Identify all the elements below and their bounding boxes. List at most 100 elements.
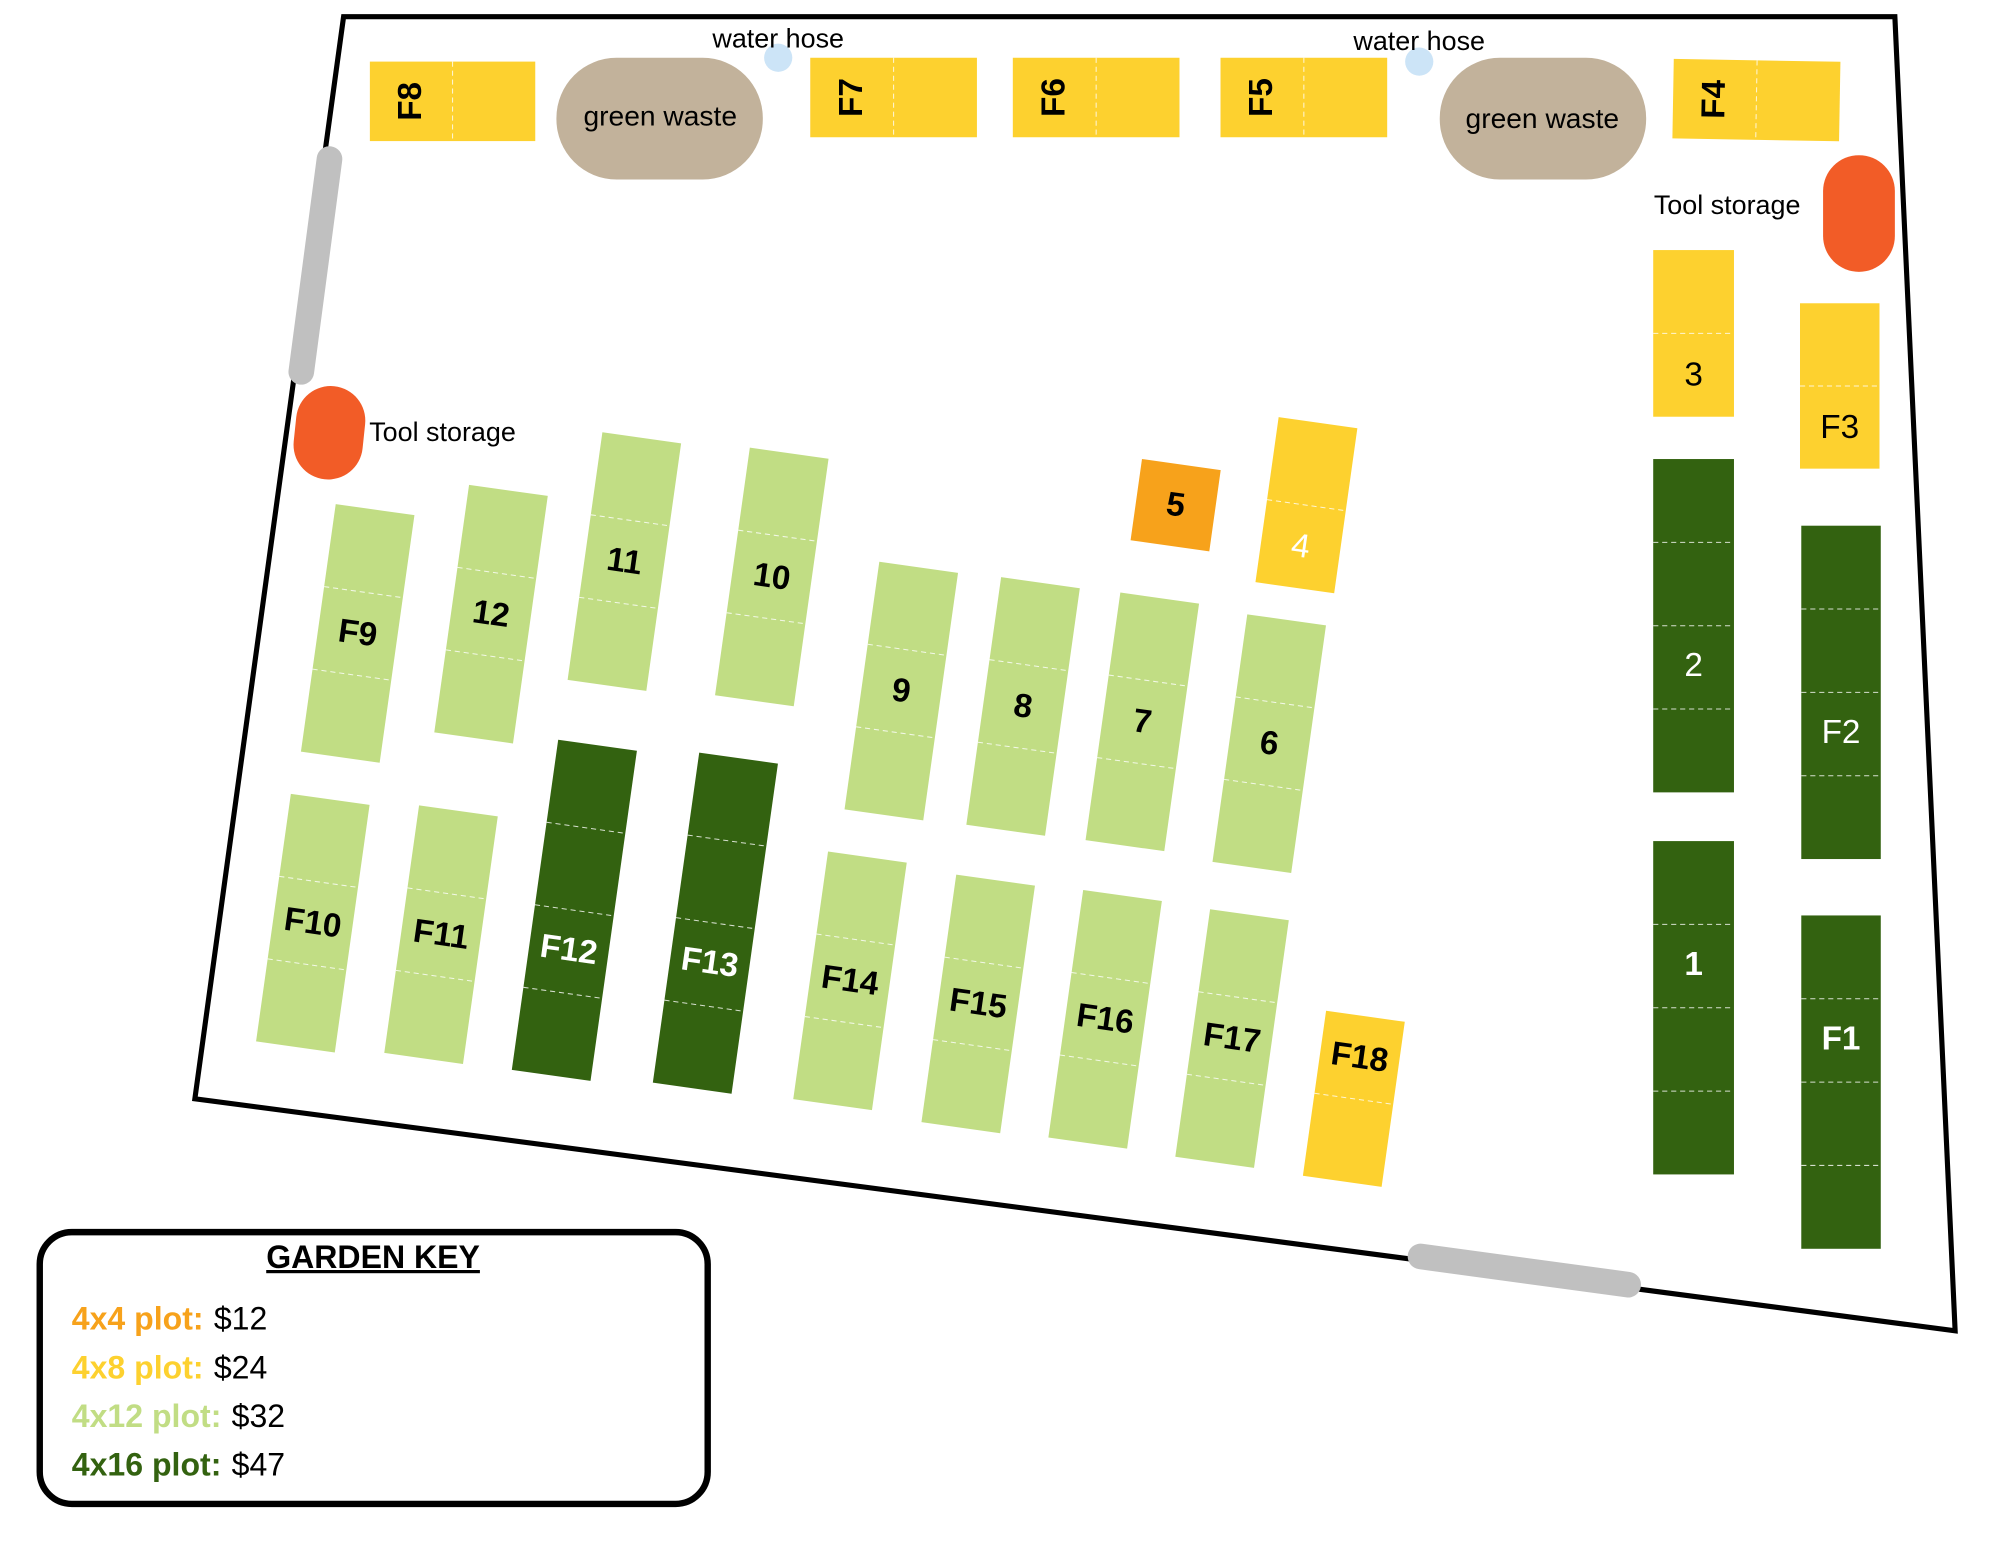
plot-3[interactable]: 3 <box>1653 250 1734 417</box>
plot-divider <box>1186 1073 1266 1086</box>
plot-divider <box>1755 60 1758 140</box>
plot-divider <box>664 999 744 1012</box>
plot-bed <box>300 504 415 763</box>
plot-f14[interactable]: F14 <box>793 851 907 1111</box>
key-price: $47 <box>232 1447 285 1483</box>
plot-label: F13 <box>679 940 741 985</box>
plot-label: F7 <box>833 78 870 117</box>
garden-key: GARDEN KEY 4x4 plot:$12 4x8 plot:$24 4x12 … <box>36 1228 711 1508</box>
tool-storage-shed <box>293 386 366 480</box>
plot-divider <box>546 821 626 834</box>
plot-f9[interactable]: F9 <box>300 504 415 763</box>
plot-label: F6 <box>1035 78 1072 117</box>
plot-divider <box>407 887 487 900</box>
plot-label: F3 <box>1820 409 1859 446</box>
plot-8[interactable]: 8 <box>966 577 1080 836</box>
water-hose-label: water hose <box>1352 26 1485 56</box>
plot-f12[interactable]: F12 <box>511 739 637 1081</box>
plot-f15[interactable]: F15 <box>921 874 1035 1134</box>
plot-bed <box>384 805 498 1064</box>
plot-f11[interactable]: F11 <box>384 805 498 1064</box>
plot-divider <box>1224 778 1303 791</box>
plot-bed <box>256 793 370 1053</box>
plot-f5[interactable]: F5 <box>1220 57 1388 138</box>
plot-1[interactable]: 1 <box>1653 841 1734 1175</box>
plot-label: F4 <box>1695 79 1733 119</box>
plot-12[interactable]: 12 <box>434 484 548 744</box>
plot-bed <box>434 484 548 744</box>
plot-divider <box>1314 1092 1394 1105</box>
plot-f17[interactable]: F17 <box>1175 909 1289 1168</box>
plot-label: 1 <box>1684 946 1703 983</box>
plot-divider <box>1108 674 1188 687</box>
plot-divider <box>279 875 359 888</box>
plot-label: F16 <box>1074 997 1136 1042</box>
plot-label: 9 <box>890 671 914 710</box>
key-plot-size: 4x8 plot: <box>72 1349 204 1385</box>
plot-11[interactable]: 11 <box>567 432 682 691</box>
key-row: 4x8 plot:$24 <box>72 1349 268 1385</box>
plot-divider <box>932 1039 1012 1052</box>
gate-west[interactable] <box>288 146 343 385</box>
plot-5[interactable]: 5 <box>1130 459 1221 552</box>
plot-bed <box>567 432 682 691</box>
plot-2[interactable]: 2 <box>1653 459 1734 793</box>
plot-divider <box>856 726 935 739</box>
plot-f8[interactable]: F8 <box>369 61 536 142</box>
plot-bed <box>715 447 829 707</box>
plot-f3[interactable]: F3 <box>1800 303 1880 469</box>
plot-9[interactable]: 9 <box>844 561 959 821</box>
plot-4[interactable]: 4 <box>1255 417 1358 594</box>
plot-divider <box>977 741 1057 754</box>
plot-label: 12 <box>470 593 512 635</box>
plot-f1[interactable]: F1 <box>1801 915 1881 1249</box>
plot-f2[interactable]: F2 <box>1801 525 1881 860</box>
plot-f16[interactable]: F16 <box>1048 889 1162 1149</box>
plot-f7[interactable]: F7 <box>810 57 977 138</box>
plot-divider <box>445 649 525 662</box>
plot-bed <box>1085 592 1200 852</box>
garden-boundary <box>191 14 1958 1334</box>
plot-bed <box>844 561 959 821</box>
gate-south[interactable] <box>1407 1243 1642 1298</box>
plot-divider <box>1059 1054 1139 1067</box>
plot-divider <box>944 956 1024 969</box>
plot-f4[interactable]: F4 <box>1672 58 1841 142</box>
plot-f6[interactable]: F6 <box>1012 57 1180 138</box>
plot-f18[interactable]: F18 <box>1302 1010 1405 1187</box>
key-title: GARDEN KEY <box>266 1239 480 1275</box>
tool-storage-shed <box>1823 155 1895 272</box>
key-row: 4x4 plot:$12 <box>72 1301 268 1337</box>
plot-label: F8 <box>392 82 429 121</box>
plot-label: 8 <box>1011 687 1035 726</box>
plot-label: 4 <box>1289 527 1313 566</box>
tool-storage-label: Tool storage <box>1654 190 1801 220</box>
green-waste-label: green waste <box>583 99 737 131</box>
green-waste-1: green waste <box>556 57 763 180</box>
plot-label: 2 <box>1684 647 1703 684</box>
tool-storage-label: Tool storage <box>369 417 516 447</box>
key-row: 4x12 plot: $32 <box>72 1398 285 1434</box>
plot-divider <box>675 917 755 930</box>
key-price: $12 <box>214 1301 267 1337</box>
plot-10[interactable]: 10 <box>715 447 829 707</box>
plot-6[interactable]: 6 <box>1212 614 1326 873</box>
plot-divider <box>1071 971 1151 985</box>
plot-divider <box>590 514 670 527</box>
key-price: $32 <box>232 1398 285 1434</box>
plot-divider <box>726 612 806 625</box>
plot-f10[interactable]: F10 <box>256 793 370 1053</box>
plot-bed <box>1048 889 1162 1149</box>
plot-label: F11 <box>411 912 471 956</box>
plot-label: F10 <box>282 901 344 946</box>
plot-7[interactable]: 7 <box>1085 592 1200 852</box>
plot-label: F15 <box>947 982 1009 1027</box>
plot-divider <box>1097 757 1176 770</box>
plot-label: F12 <box>538 928 600 973</box>
plot-divider <box>267 958 347 971</box>
key-plot-size: 4x12 plot: <box>72 1398 222 1434</box>
plot-f13[interactable]: F13 <box>652 752 778 1094</box>
plot-divider <box>1266 499 1346 512</box>
